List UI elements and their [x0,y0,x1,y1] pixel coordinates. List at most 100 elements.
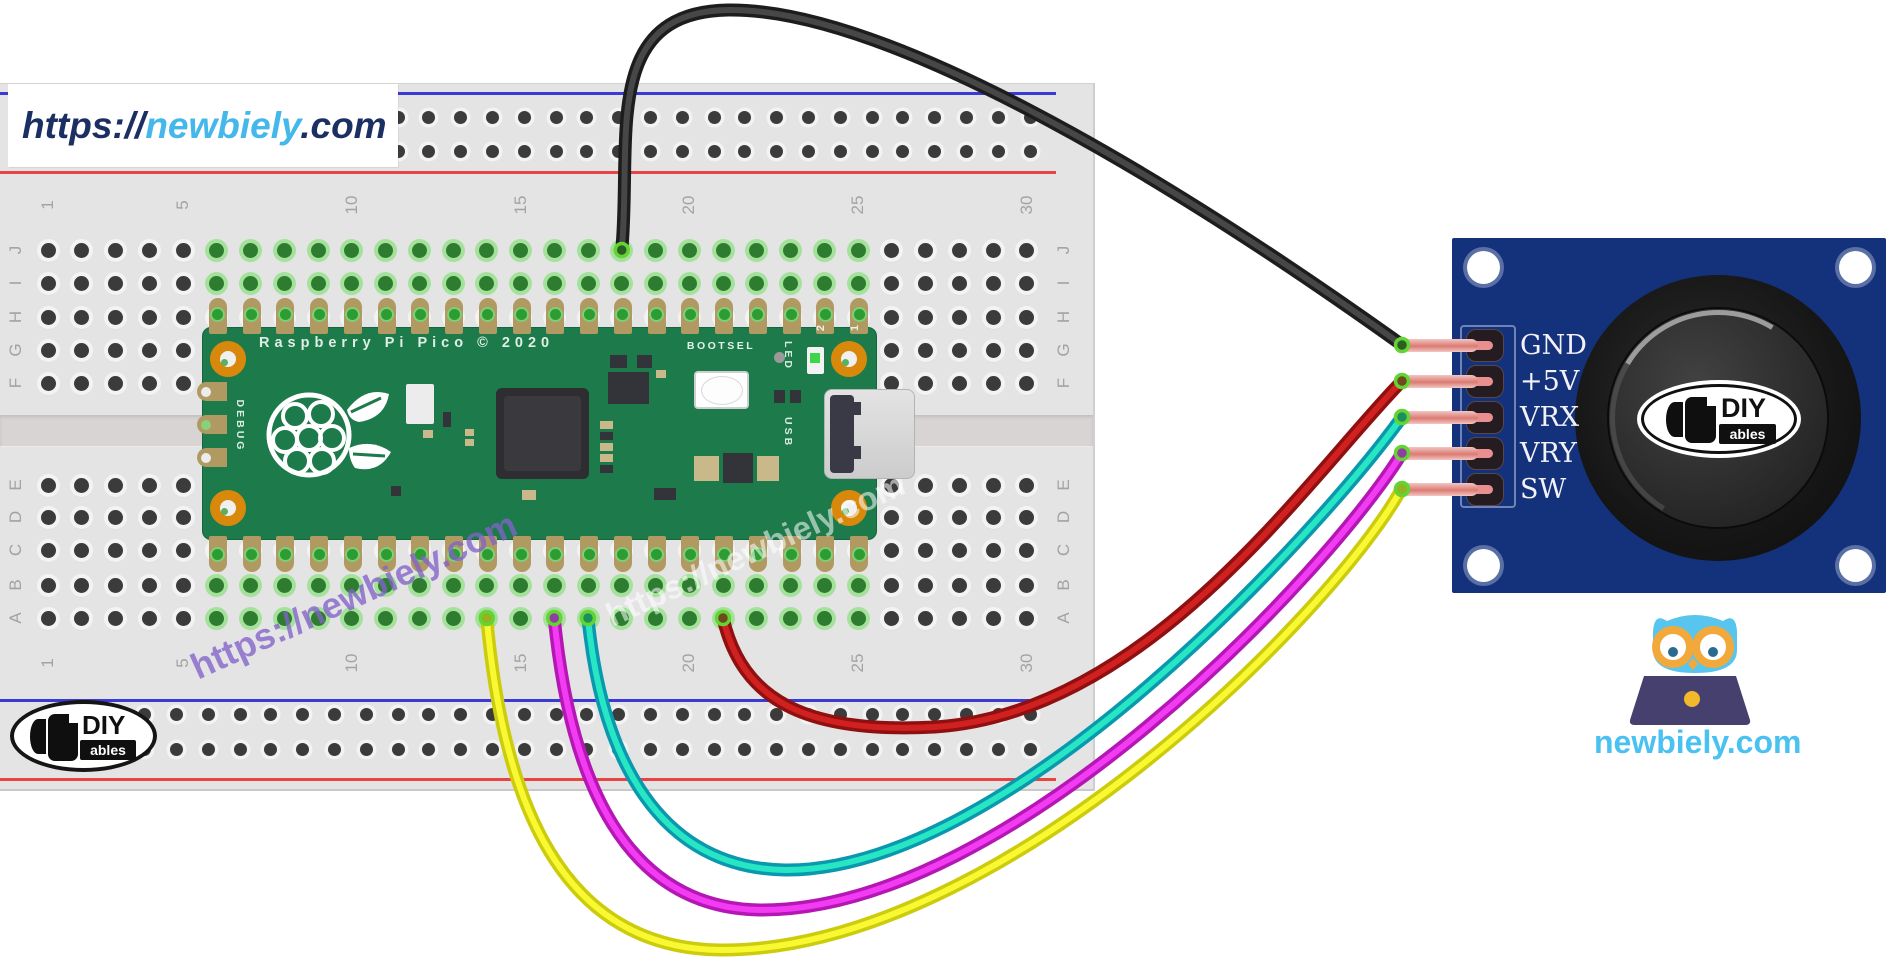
usb-label: USB [782,417,794,449]
rail-hole [865,742,879,756]
breadboard-hole [74,577,90,593]
rail-hole [927,110,941,124]
breadboard-hole [985,610,1001,626]
mounting-hole [210,490,246,526]
breadboard-hole [74,342,90,358]
breadboard-hole [918,375,933,391]
pico-pin [613,536,632,572]
breadboard-hole [614,275,630,291]
diy-text: DIY [82,710,126,740]
bootsel-label: BOOTSEL [686,340,756,352]
breadboard-hole [715,242,731,258]
breadboard-hole [108,275,123,291]
pico-pin [276,536,295,572]
component [637,355,652,368]
rail-hole [737,707,751,721]
rail-hole [959,742,973,756]
breadboard-hole [985,309,1001,325]
breadboard-hole [749,577,765,593]
breadboard-hole [141,610,157,626]
row-letter-label: C [1054,543,1073,557]
pico-pin [748,298,767,334]
component [600,443,613,451]
component [774,352,785,363]
breadboard-hole [749,610,765,626]
component [723,453,753,483]
breadboard-hole [1019,477,1035,493]
component [522,490,536,500]
pico-pin [613,298,632,334]
breadboard-hole [985,342,1001,358]
breadboard-hole [243,275,258,291]
breadboard-hole [40,375,56,391]
component [654,488,676,500]
rail-hole [643,110,657,124]
rail-hole [201,707,215,721]
pico-pin [546,298,565,334]
breadboard-hole [141,477,157,493]
breadboard-hole [580,242,596,258]
rail-hole [579,110,593,124]
pico-pin [208,536,227,572]
rail-hole [359,707,373,721]
column-number-label: 15 [510,653,530,673]
rail-hole [707,144,721,158]
breadboard-hole [884,242,900,258]
rail-hole [421,110,435,124]
pico-pin [343,298,362,334]
breadboard-hole [951,342,967,358]
rail-hole [549,110,563,124]
column-number-label: 5 [173,200,192,210]
breadboard-hole [1019,309,1035,325]
breadboard-hole [209,242,225,258]
breadboard-hole [141,577,157,593]
breadboard-hole [951,242,967,258]
debug-pin [197,448,227,467]
rail-hole [579,742,593,756]
row-letter-label: B [1054,579,1073,591]
rail-hole [453,110,467,124]
breadboard-hole [108,242,123,258]
column-number-label: 30 [1016,653,1036,673]
rail-hole [991,110,1005,124]
rail-hole [611,742,625,756]
top-rail-red-line [0,171,1056,174]
breadboard-hole [985,542,1001,558]
rail-hole [959,144,973,158]
breadboard-hole [479,275,495,291]
led-label: LED [782,341,794,371]
rail-hole [233,742,247,756]
breadboard-hole [951,477,967,493]
breadboard-hole [175,375,191,391]
breadboard-hole [918,477,933,493]
breadboard-hole [209,610,225,626]
pico-pin [276,298,295,334]
pin-2-label: 2 [815,324,828,332]
breadboard-hole [951,509,967,525]
rail-hole [611,707,625,721]
breadboard-hole [276,275,292,291]
breadboard-hole [344,577,360,593]
column-number-label: 1 [38,658,57,668]
bottom-rail-red-line [0,778,1056,781]
pico-pin [310,298,328,334]
breadboard-hole [141,242,157,258]
breadboard-hole [175,275,191,291]
rail-hole [485,110,499,124]
rail-hole [359,742,373,756]
rail-hole [801,707,815,721]
rail-hole [169,707,183,721]
raspberry-pi-pico-board: Raspberry Pi Pico © 2020 DEBUG [197,298,915,572]
breadboard-hole [648,275,663,291]
rail-hole [485,707,499,721]
debug-pin [197,382,227,401]
rail-hole [1023,110,1037,124]
breadboard-hole [74,275,90,291]
rail-hole [643,144,657,158]
pico-pin [445,298,463,334]
rail-hole [895,742,909,756]
rail-hole [1023,742,1037,756]
row-letter-label: I [1054,280,1073,286]
debug-pin [197,415,227,434]
